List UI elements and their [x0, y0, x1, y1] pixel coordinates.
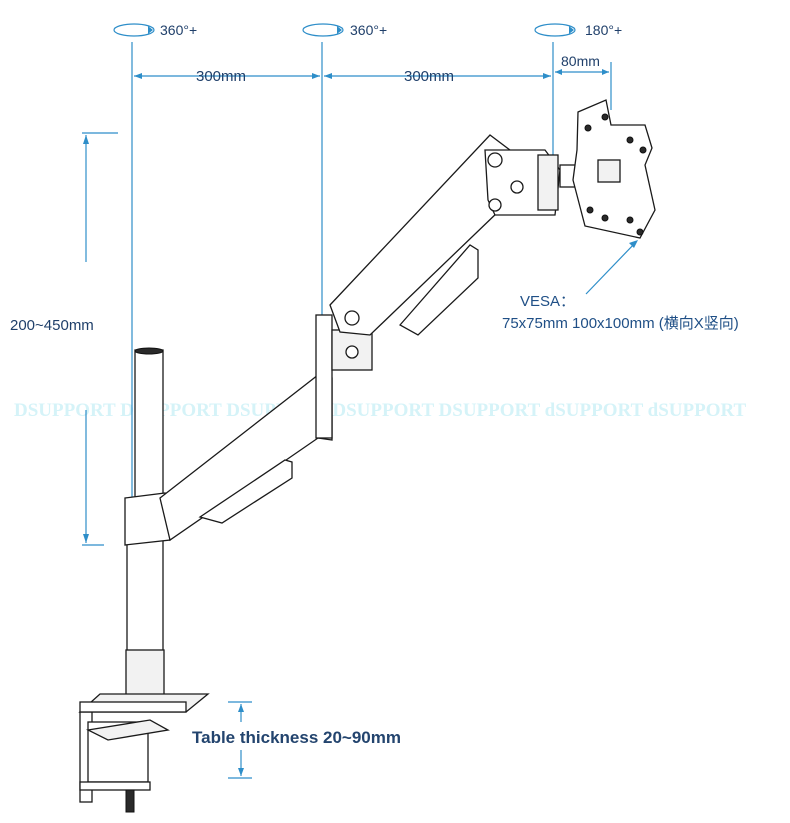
tilt-screw: [510, 180, 524, 194]
clamp-screw: [125, 789, 135, 813]
rotate-180-icon: [534, 23, 576, 37]
arrowhead-icon: [238, 768, 244, 776]
arrowhead-icon: [134, 73, 142, 79]
clamp-bottom: [79, 781, 151, 791]
upper-pole: [134, 349, 164, 501]
arrowhead-icon: [238, 704, 244, 712]
arm-1-length-label: 300mm: [196, 68, 246, 85]
arm-2-length-label: 300mm: [404, 68, 454, 85]
vesa-hole: [586, 206, 594, 214]
rotate-360-icon: [302, 23, 344, 37]
elbow-joint: [315, 314, 333, 439]
vesa-title: VESA：: [520, 293, 575, 310]
arrowhead-icon: [555, 69, 562, 75]
arrowhead-icon: [543, 73, 551, 79]
arrowhead-icon: [602, 69, 609, 75]
arrowhead-icon: [83, 534, 89, 543]
vesa-hole: [584, 124, 592, 132]
vesa-hole: [626, 216, 634, 224]
arm-pivot-screw: [344, 310, 360, 326]
plate-center: [597, 159, 621, 183]
clamp-top-bar: [79, 701, 187, 713]
rotate-360-icon: [113, 23, 155, 37]
tilt-screw: [487, 152, 503, 168]
elbow-rotation-label: 360°+: [350, 22, 387, 38]
arrowhead-icon: [312, 73, 320, 79]
rotation-icons: [113, 23, 576, 37]
table-thickness-label: Table thickness 20~90mm: [192, 728, 401, 747]
arrowhead-icon: [324, 73, 332, 79]
lower-gas-spring: [198, 459, 293, 524]
vesa-pointer-line: [585, 241, 637, 295]
clamp-jaw: [85, 719, 170, 741]
vesa-hole: [601, 113, 609, 121]
elbow-screw: [345, 345, 359, 359]
pole-rotation-label: 360°+: [160, 22, 197, 38]
vesa-hole: [636, 228, 644, 236]
vesa-hole: [626, 136, 634, 144]
watermark-text: DSUPPORT DSUPPORT DSUPPORT DSUPPORT DSUP…: [14, 400, 747, 421]
vesa-sizes: 75x75mm 100x100mm (横向X竖向): [502, 315, 739, 332]
pole-collar: [125, 649, 165, 699]
arrowhead-icon: [83, 135, 89, 144]
arrowhead-icon: [629, 240, 638, 248]
vesa-hole: [601, 214, 609, 222]
monitor-arm-drawing: [78, 99, 656, 813]
vesa-hole: [639, 146, 647, 154]
lower-pole: [126, 539, 164, 656]
pole-cap: [134, 347, 164, 355]
tilt-screw: [488, 198, 502, 212]
upper-gas-spring: [398, 244, 479, 336]
height-range-label: 200~450mm: [10, 317, 94, 334]
tilt-rotation-label: 180°+: [585, 22, 622, 38]
plate-offset-label: 80mm: [561, 53, 600, 69]
tilt-bracket: [537, 154, 559, 211]
